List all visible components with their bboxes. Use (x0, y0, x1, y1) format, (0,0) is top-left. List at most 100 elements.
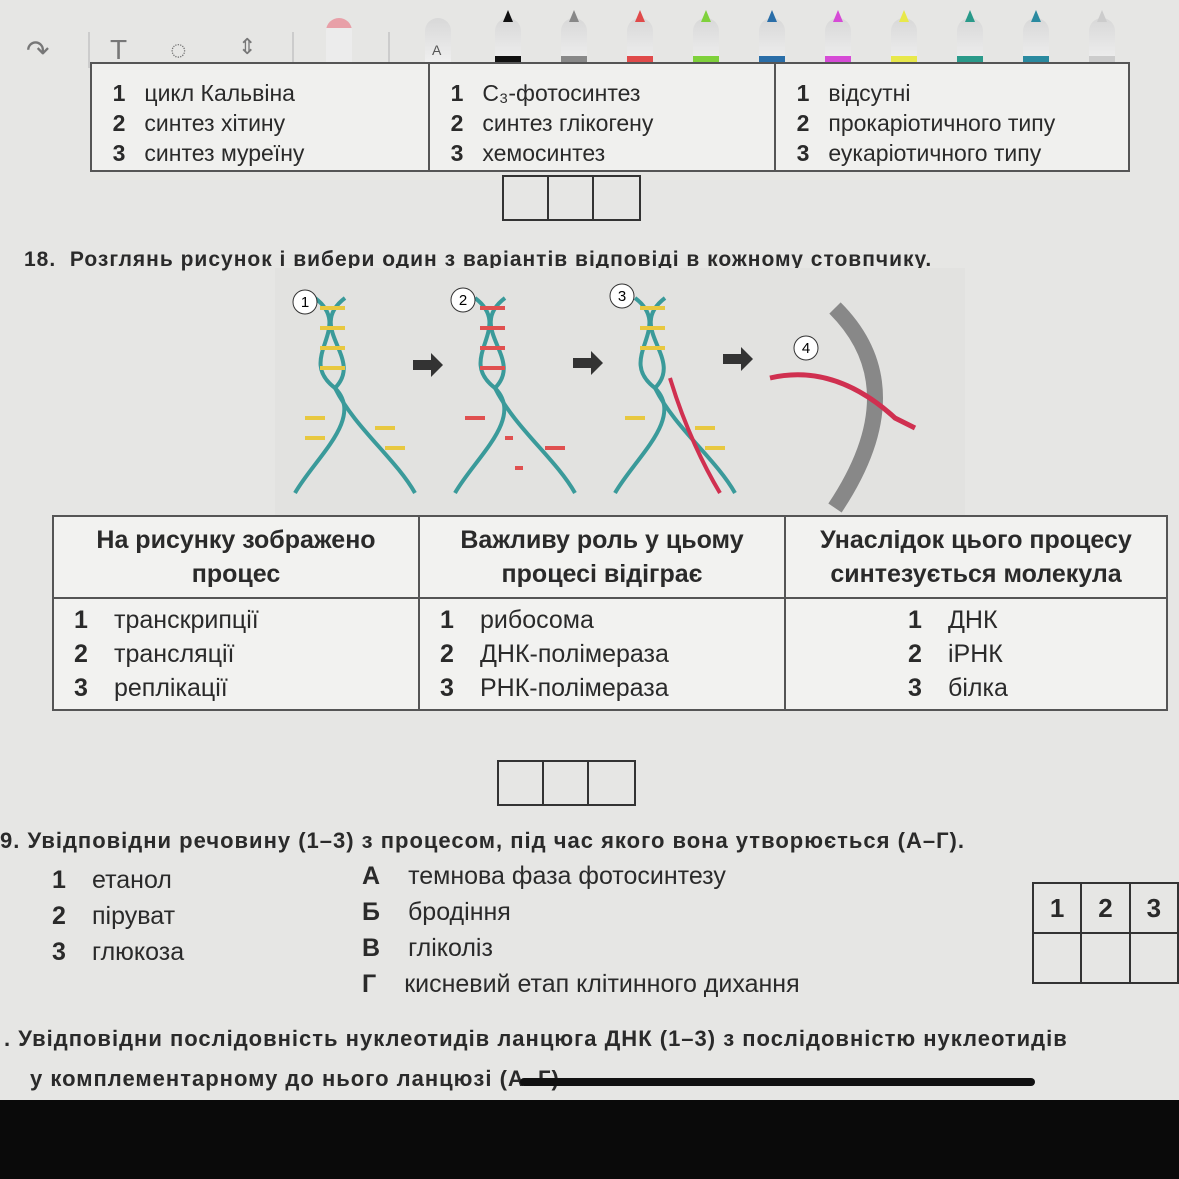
answer-cell[interactable] (1128, 932, 1179, 984)
text: іРНК (948, 640, 1003, 668)
text: 2 (112, 110, 126, 136)
text: 2 (52, 902, 66, 930)
q17-answer-boxes[interactable] (502, 175, 641, 221)
q18-answer-boxes[interactable] (497, 760, 636, 806)
text: кисневий етап клітинного дихання (404, 970, 800, 998)
text: 2 (450, 110, 464, 136)
lasso-tool-icon[interactable]: ◌ (170, 34, 187, 65)
text: синтез муреїну (144, 140, 305, 166)
q20-prompt: . Увідповідни послідовність нуклеотидів … (4, 1026, 1068, 1052)
text: 18. (24, 248, 57, 271)
option-item: 3 еукаріотичного типу (784, 138, 1120, 168)
text: прокаріотичного типу (828, 110, 1056, 136)
pen-tool[interactable] (1089, 10, 1115, 68)
pen-tool[interactable] (1023, 10, 1049, 68)
option-item: 3 синтез муреїну (100, 138, 420, 168)
q18-header-3: Унаслідок цього процесу синтезується мол… (784, 515, 1168, 599)
option-item: 3 реплікації (62, 671, 410, 705)
pen-tool[interactable] (957, 10, 983, 68)
eraser-tool[interactable] (326, 18, 352, 68)
dna-helix-2 (453, 296, 577, 494)
option-item: 2 іРНК (896, 637, 1158, 671)
dna-process-figure: 1 2 3 4 (275, 268, 965, 516)
q19-prompt: 9. Увідповідни речовину (1–3) з процесом… (0, 828, 965, 854)
text: транскрипції (114, 606, 259, 634)
pen-a-tool[interactable]: A (425, 18, 451, 68)
text: 2 (440, 640, 454, 668)
text: C₃-фотосинтез (482, 80, 641, 106)
text: 3 (52, 938, 66, 966)
text: 3 (74, 674, 88, 702)
text: РНК-полімераза (480, 674, 669, 702)
pen-tool[interactable] (759, 10, 785, 68)
text: Увідповідни речовину (1–3) з процесом, п… (27, 828, 965, 853)
substance-item: 3 глюкоза (40, 934, 184, 970)
divider (88, 32, 90, 68)
option-item: 2 синтез глікогену (438, 108, 766, 138)
text: 2 (796, 110, 810, 136)
pen-tool[interactable] (495, 10, 521, 68)
figure-label-3: 3 (618, 288, 626, 305)
pen-tool[interactable] (561, 10, 587, 68)
text: . (4, 1026, 12, 1051)
annotation-toolbar: ↷ T ◌ ⇕ A (0, 10, 1179, 72)
answer-cell[interactable] (1031, 932, 1083, 984)
text: 2 (74, 640, 88, 668)
text: синтез глікогену (482, 110, 654, 136)
text: трансляції (114, 640, 235, 668)
text: В (362, 934, 381, 962)
pen-tool[interactable] (627, 10, 653, 68)
q20-prompt-line2: у комплементарному до нього ланцюзі (А–Г… (30, 1066, 560, 1091)
text: А (362, 862, 381, 890)
option-item: 1 C₃-фотосинтез (438, 78, 766, 108)
dna-helix-1 (293, 296, 417, 494)
text: гліколіз (408, 934, 493, 962)
pen-tool[interactable] (891, 10, 917, 68)
text: 3 (796, 140, 810, 166)
option-item: 2 ДНК-полімераза (428, 637, 776, 671)
text: Г (362, 970, 377, 998)
text: 1 (796, 80, 810, 106)
text: ДНК (948, 606, 998, 634)
text: Б (362, 898, 380, 926)
text: ДНК-полімераза (480, 640, 669, 668)
pen-tool[interactable] (693, 10, 719, 68)
text: 1 (52, 866, 66, 894)
text-tool-icon[interactable]: T (110, 34, 128, 65)
spacing-tool-icon[interactable]: ⇕ (238, 34, 257, 59)
text: відсутні (828, 80, 911, 106)
substance-item: 2 піруват (40, 898, 184, 934)
text: білка (948, 674, 1008, 702)
text: рибосома (480, 606, 594, 634)
text: 3 (908, 674, 922, 702)
text: глюкоза (92, 938, 185, 966)
option-item: 1 цикл Кальвіна (100, 78, 420, 108)
text: 1 (450, 80, 464, 106)
text: бродіння (407, 898, 511, 926)
option-item: 1 транскрипції (62, 603, 410, 637)
nucleus-membrane (828, 302, 883, 513)
redo-icon[interactable]: ↷ (26, 35, 50, 66)
text: цикл Кальвіна (144, 80, 295, 106)
divider (388, 32, 390, 68)
text: етанол (92, 866, 172, 894)
text: 9. (0, 828, 21, 853)
text: 1 (74, 606, 88, 634)
q18-header-1: На рисунку зображено процес (52, 515, 420, 599)
pen-tool[interactable] (825, 10, 851, 68)
figure-label-1: 1 (301, 294, 309, 311)
divider (292, 32, 294, 68)
figure-label-4: 4 (802, 340, 810, 357)
text: темнова фаза фотосинтезу (408, 862, 726, 890)
answer-cell[interactable] (1080, 932, 1131, 984)
text: Розглянь рисунок і вибери один з варіант… (69, 248, 933, 271)
